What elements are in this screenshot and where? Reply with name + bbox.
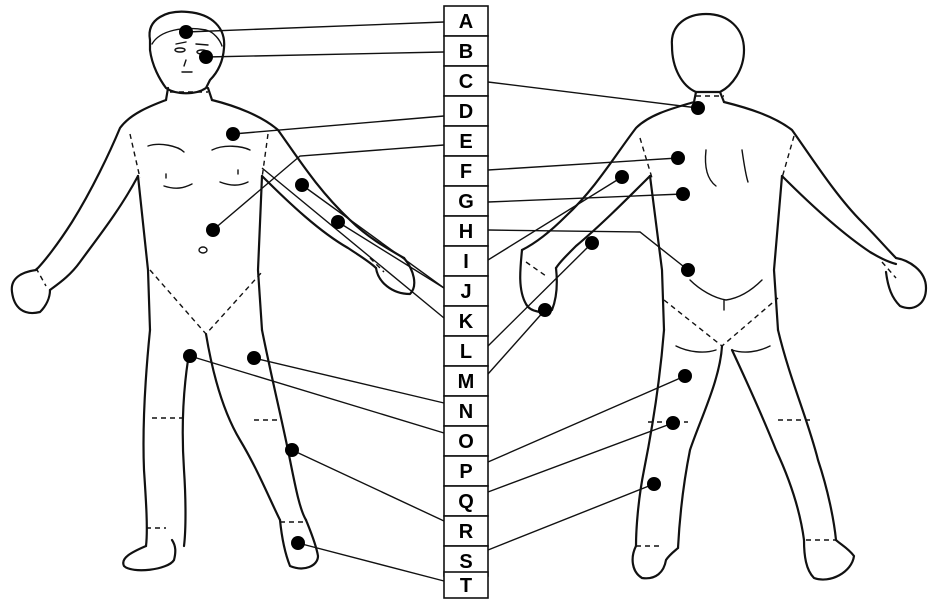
svg-text:O: O: [458, 431, 474, 453]
label-K: K: [444, 306, 488, 336]
leader-Q: [488, 423, 673, 492]
svg-text:Q: Q: [458, 491, 474, 513]
svg-text:G: G: [458, 191, 474, 213]
svg-text:E: E: [459, 131, 472, 153]
label-F: F: [444, 156, 488, 186]
leader-J: [302, 185, 444, 288]
svg-text:C: C: [459, 71, 473, 93]
dot-E: [206, 223, 220, 237]
leader-B: [206, 52, 444, 57]
dot-D: [226, 127, 240, 141]
svg-text:N: N: [459, 401, 473, 423]
dot-H: [681, 263, 695, 277]
label-R: R: [444, 516, 488, 546]
dot-F: [671, 151, 685, 165]
svg-text:B: B: [459, 41, 473, 63]
svg-text:S: S: [459, 551, 472, 573]
dot-M: [538, 303, 552, 317]
dot-P: [678, 369, 692, 383]
dot-O: [183, 349, 197, 363]
leader-L: [488, 243, 592, 346]
label-B: B: [444, 36, 488, 66]
dot-K: [331, 215, 345, 229]
leader-T: [298, 543, 444, 581]
dot-R: [285, 443, 299, 457]
label-column: A B C D E F G H I J K L M N O P Q R S T: [444, 6, 488, 598]
label-E: E: [444, 126, 488, 156]
dot-T: [291, 536, 305, 550]
svg-text:T: T: [460, 575, 472, 597]
dot-B: [199, 50, 213, 64]
leader-M: [488, 310, 545, 374]
label-T: T: [444, 572, 488, 598]
svg-text:A: A: [459, 11, 473, 33]
label-A: A: [444, 6, 488, 36]
leader-I: [488, 177, 622, 260]
leader-A: [186, 22, 444, 32]
front-figure: [12, 12, 414, 571]
svg-text:J: J: [460, 281, 471, 303]
dot-C: [691, 101, 705, 115]
svg-text:P: P: [459, 461, 472, 483]
dot-J: [295, 178, 309, 192]
label-N: N: [444, 396, 488, 426]
dot-I: [615, 170, 629, 184]
dot-Q: [666, 416, 680, 430]
leader-K: [262, 168, 444, 318]
label-I: I: [444, 246, 488, 276]
leader-S: [488, 484, 654, 550]
dot-L: [585, 236, 599, 250]
svg-text:K: K: [459, 311, 474, 333]
label-M: M: [444, 366, 488, 396]
label-O: O: [444, 426, 488, 456]
svg-text:H: H: [459, 221, 473, 243]
dot-N: [247, 351, 261, 365]
leader-R: [292, 450, 444, 521]
label-D: D: [444, 96, 488, 126]
dot-S: [647, 477, 661, 491]
svg-text:M: M: [458, 371, 475, 393]
svg-text:F: F: [460, 161, 472, 183]
svg-text:D: D: [459, 101, 473, 123]
back-figure: [520, 14, 926, 580]
leader-D: [233, 116, 444, 134]
leader-P: [488, 376, 685, 462]
label-L: L: [444, 336, 488, 366]
label-Q: Q: [444, 486, 488, 516]
svg-text:I: I: [463, 251, 469, 273]
leader-lines: [186, 22, 698, 581]
svg-text:R: R: [459, 521, 474, 543]
leader-C: [488, 82, 698, 108]
label-G: G: [444, 186, 488, 216]
label-J: J: [444, 276, 488, 306]
leader-N: [254, 358, 444, 403]
dot-G: [676, 187, 690, 201]
dot-A: [179, 25, 193, 39]
svg-text:L: L: [460, 341, 472, 363]
label-P: P: [444, 456, 488, 486]
label-C: C: [444, 66, 488, 96]
label-H: H: [444, 216, 488, 246]
leader-E: [213, 145, 444, 230]
